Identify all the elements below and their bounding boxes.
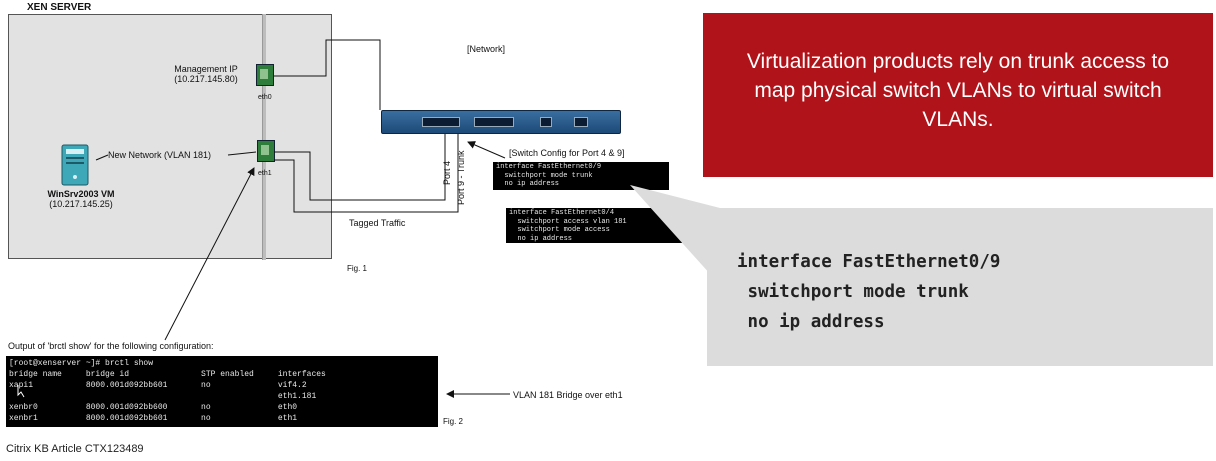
vlan-bridge-label: VLAN 181 Bridge over eth1 (513, 390, 623, 400)
switch-config-port4-terminal: interface FastEthernet0/4 switchport acc… (506, 208, 682, 243)
vm-label: WinSrv2003 VM (10.217.145.25) (47, 189, 115, 209)
eth0-nic-icon (256, 64, 274, 86)
brctl-output-label: Output of 'brctl show' for the following… (8, 341, 214, 351)
code-callout-box (707, 208, 1213, 366)
source-caption: Citrix KB Article CTX123489 (6, 443, 144, 455)
eth1-label: eth1 (258, 170, 272, 177)
management-ip-label: Management IP (10.217.145.80) (174, 64, 238, 84)
eth1-nic-icon (257, 140, 275, 162)
xen-server-title: XEN SERVER (27, 2, 92, 13)
headline-box: Virtualization products rely on trunk ac… (703, 13, 1213, 177)
switch-config-port9-terminal: interface FastEthernet0/9 switchport mod… (493, 162, 669, 190)
switch-config-label: [Switch Config for Port 4 & 9] (509, 148, 625, 158)
network-label: [Network] (467, 44, 506, 54)
diagram-connectors (17, 39, 510, 398)
code-snippet: interface FastEthernet0/9 switchport mod… (737, 252, 1001, 332)
callout-pointer (630, 185, 720, 285)
network-switch-icon (381, 110, 621, 134)
fig2-label: Fig. 2 (443, 417, 464, 426)
tagged-traffic-label: Tagged Traffic (349, 218, 406, 228)
xen-server-box (8, 14, 332, 259)
eth0-label: eth0 (258, 94, 272, 101)
vm-computer-icon (56, 143, 96, 187)
brctl-show-terminal: [root@xenserver ~]# brctl show bridge na… (6, 356, 438, 427)
xen-server-divider (262, 14, 266, 260)
new-network-label: New Network (VLAN 181) (108, 150, 212, 160)
fig1-label: Fig. 1 (347, 264, 368, 273)
